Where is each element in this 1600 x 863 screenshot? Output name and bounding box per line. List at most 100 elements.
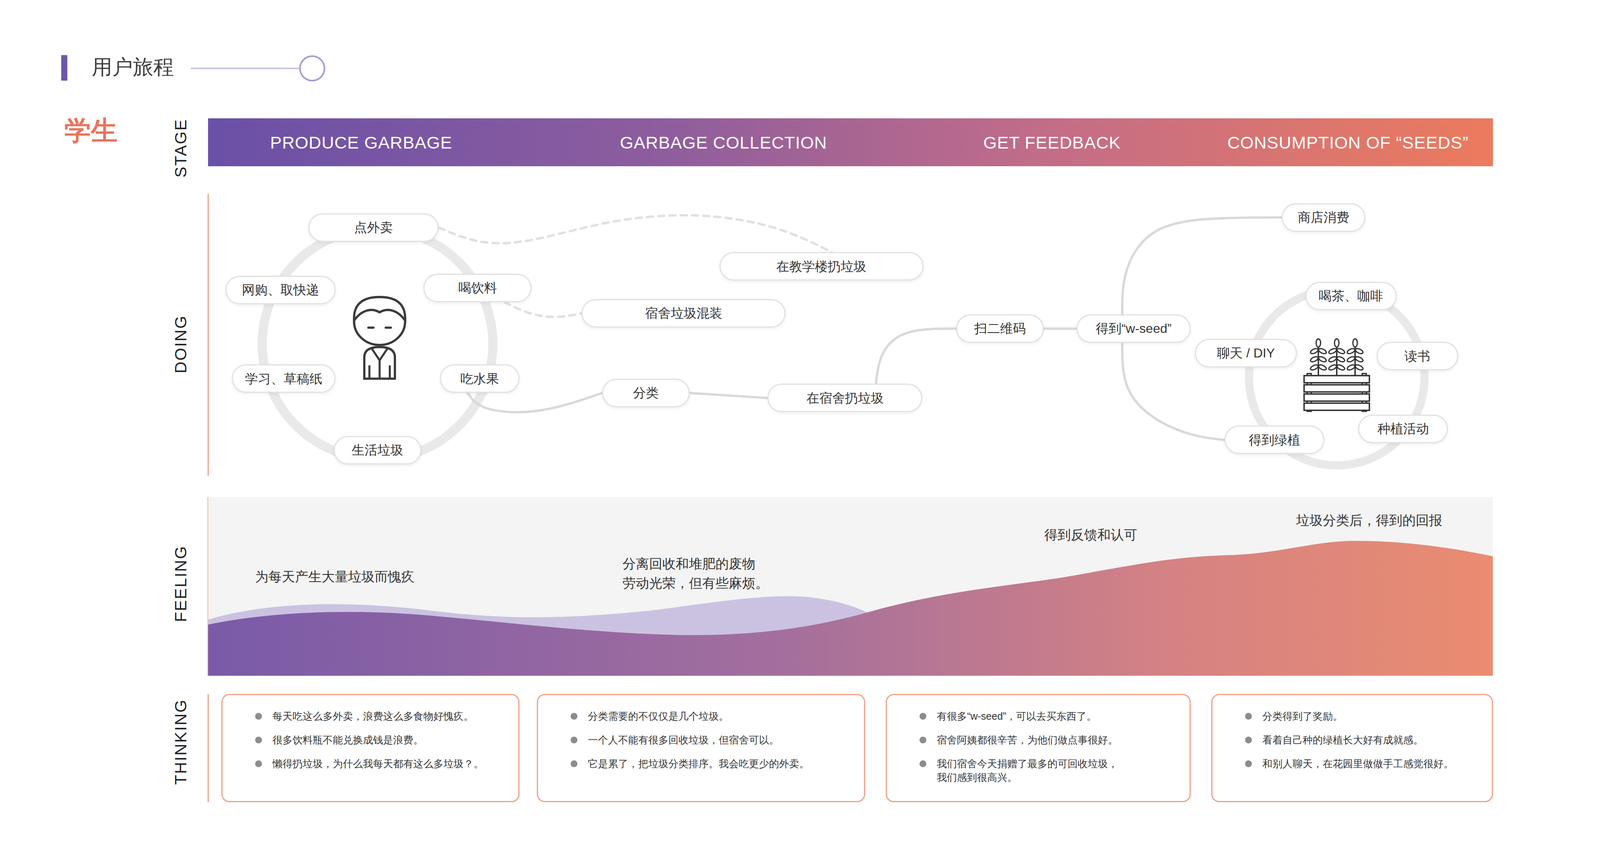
stage-title: PRODUCE GARBAGE (270, 132, 453, 153)
feeling-note: 垃圾分类后，得到的回报 (1296, 512, 1443, 529)
bullet-dot (570, 712, 578, 720)
action-text: 商店消费 (1297, 209, 1350, 225)
thought-text: 看着自己种的绿植长大好有成就感。 (1262, 733, 1482, 747)
bullet-dot (570, 760, 578, 768)
action-text: 分类 (632, 385, 659, 401)
plant-sprout (1346, 338, 1364, 376)
action-pill: 在宿舍扔垃圾 (767, 383, 923, 413)
thought-row: 分类需要的不仅仅是几个垃圾。 (570, 709, 854, 724)
student-figure (354, 296, 406, 379)
plant-sprout (1327, 338, 1346, 376)
action-pill: 喝茶、咖啡 (1305, 281, 1397, 311)
action-text: 种植活动 (1377, 420, 1429, 437)
action-pill: 喝饮料 (423, 273, 532, 303)
action-pill: 吃水果 (439, 364, 520, 393)
feeling-note: 为每天产生大量垃圾而愧疚 (255, 568, 415, 585)
title-holder: 用户旅程 (91, 55, 174, 80)
action-text: 得到绿植 (1248, 432, 1301, 448)
flow-connector (1043, 327, 1077, 330)
thought-text: 有很多“w-seed”，可以去买东西了。 (936, 709, 1180, 724)
action-text: 读书 (1404, 348, 1431, 364)
thought-row: 宿舍阿姨都很辛苦，为他们做点事很好。 (919, 733, 1180, 747)
plant-sprout (1309, 338, 1328, 376)
feeling-wave (208, 540, 1493, 676)
thinking-box: 每天吃这么多外卖，浪费这么多食物好愧疚。很多饮料瓶不能兑换成钱是浪费。懒得扔垃圾… (221, 693, 520, 803)
thought-text: 每天吃这么多外卖，浪费这么多食物好愧疚。 (272, 709, 508, 724)
action-text: 扫二维码 (974, 320, 1026, 337)
action-pill: 得到绿植 (1224, 425, 1325, 454)
thought-row: 看着自己种的绿植长大好有成就感。 (1245, 733, 1482, 747)
action-pill: 扫二维码 (956, 314, 1044, 343)
bullet-dot (919, 736, 927, 744)
thought-text: 分类需要的不仅仅是几个垃圾。 (587, 709, 854, 724)
planter-slat (1304, 393, 1370, 402)
label-holder: DOING (170, 314, 191, 374)
figure-eyes (368, 326, 391, 329)
thought-row: 它是累了，把垃圾分类排序。我会吃更少的外卖。 (570, 756, 854, 771)
thinking-box: 分类需要的不仅仅是几个垃圾。一个人不能有很多回收垃圾，但宿舍可以。它是累了，把垃… (536, 693, 866, 803)
action-pill: 宿舍垃圾混装 (581, 298, 786, 328)
action-pill: 商店消费 (1281, 203, 1366, 232)
action-pill: 学习、草稿纸 (231, 364, 337, 393)
action-text: 聊天 / DIY (1216, 345, 1275, 361)
label-holder: 为每天产生大量垃圾而愧疚 (255, 568, 415, 585)
action-pill: 在教学楼扔垃圾 (719, 251, 924, 281)
thought-row: 很多饮料瓶不能兑换成钱是浪费。 (255, 733, 508, 747)
label-holder: 分离回收和堆肥的废物 劳动光荣，但有些麻烦。 (622, 554, 782, 593)
row-label: FEELING (170, 545, 191, 623)
flow-connector (438, 215, 832, 252)
bullet-dot (1245, 712, 1252, 720)
figure-hair (354, 296, 406, 321)
bullet-dot (919, 712, 927, 720)
thought-text: 一个人不能有很多回收垃圾，但宿舍可以。 (587, 733, 854, 747)
row-label: THINKING (170, 698, 191, 785)
label-holder: 学生 (64, 114, 118, 147)
flow-connector (504, 302, 582, 318)
label-holder: 得到反馈和认可 (1044, 526, 1138, 543)
stage-title: GET FEEDBACK (983, 132, 1121, 153)
stage-band: PRODUCE GARBAGE GARBAGE COLLECTION GET FEE… (208, 118, 1493, 167)
activity-ring (262, 228, 493, 460)
thought-text: 分类得到了奖励。 (1262, 709, 1482, 724)
stage-slot: PRODUCE GARBAGE (270, 132, 453, 153)
thought-text: 懒得扔垃圾，为什么我每天都有这么多垃圾？。 (272, 756, 508, 771)
stage-title: CONSUMPTION OF “SEEDS” (1227, 132, 1469, 153)
row-label: DOING (170, 314, 191, 374)
planter-slat (1304, 403, 1370, 411)
thought-row: 有很多“w-seed”，可以去买东西了。 (919, 709, 1180, 724)
row-divider (207, 193, 209, 476)
bullet-dot (570, 736, 578, 744)
row-label: STAGE (170, 118, 191, 178)
action-text: 吃水果 (460, 371, 499, 387)
bullet-dot (919, 760, 927, 768)
action-text: 得到“w-seed” (1095, 320, 1172, 337)
thought-row: 和别人聊天，在花园里做做手工感觉很好。 (1245, 756, 1482, 771)
stage-slot: GARBAGE COLLECTION (619, 132, 827, 153)
label-holder: 垃圾分类后，得到的回报 (1296, 512, 1443, 529)
bullet-dot (1245, 760, 1252, 768)
feeling-note: 得到反馈和认可 (1044, 526, 1138, 543)
flow-connector (467, 392, 603, 413)
bullet-dot (255, 736, 262, 744)
thought-text: 它是累了，把垃圾分类排序。我会吃更少的外卖。 (587, 756, 854, 771)
action-text: 喝茶、咖啡 (1318, 288, 1384, 304)
action-pill: 网购、取快递 (225, 275, 336, 305)
role-heading: 学生 (64, 114, 118, 147)
stage-title: GARBAGE COLLECTION (619, 132, 827, 153)
thought-row: 分类得到了奖励。 (1245, 709, 1482, 724)
thought-row: 我们宿舍今天捐赠了最多的可回收垃圾， 我们感到很高兴。 (919, 756, 1180, 785)
action-text: 在教学楼扔垃圾 (776, 258, 867, 275)
title-circle (299, 55, 325, 81)
action-pill: 种植活动 (1358, 414, 1448, 444)
thought-row: 懒得扔垃圾，为什么我每天都有这么多垃圾？。 (255, 756, 508, 771)
bullet-dot (255, 760, 262, 768)
page-title: 用户旅程 (91, 55, 174, 80)
thought-text: 我们宿舍今天捐赠了最多的可回收垃圾， 我们感到很高兴。 (936, 756, 1180, 785)
feeling-ground (208, 496, 1493, 676)
flow-connector (1122, 217, 1282, 315)
thought-text: 和别人聊天，在花园里做做手工感觉很好。 (1262, 756, 1482, 771)
action-pill: 聊天 / DIY (1194, 338, 1297, 368)
action-text: 点外卖 (354, 219, 393, 236)
action-text: 网购、取快递 (241, 282, 320, 298)
flow-connector (876, 328, 957, 384)
